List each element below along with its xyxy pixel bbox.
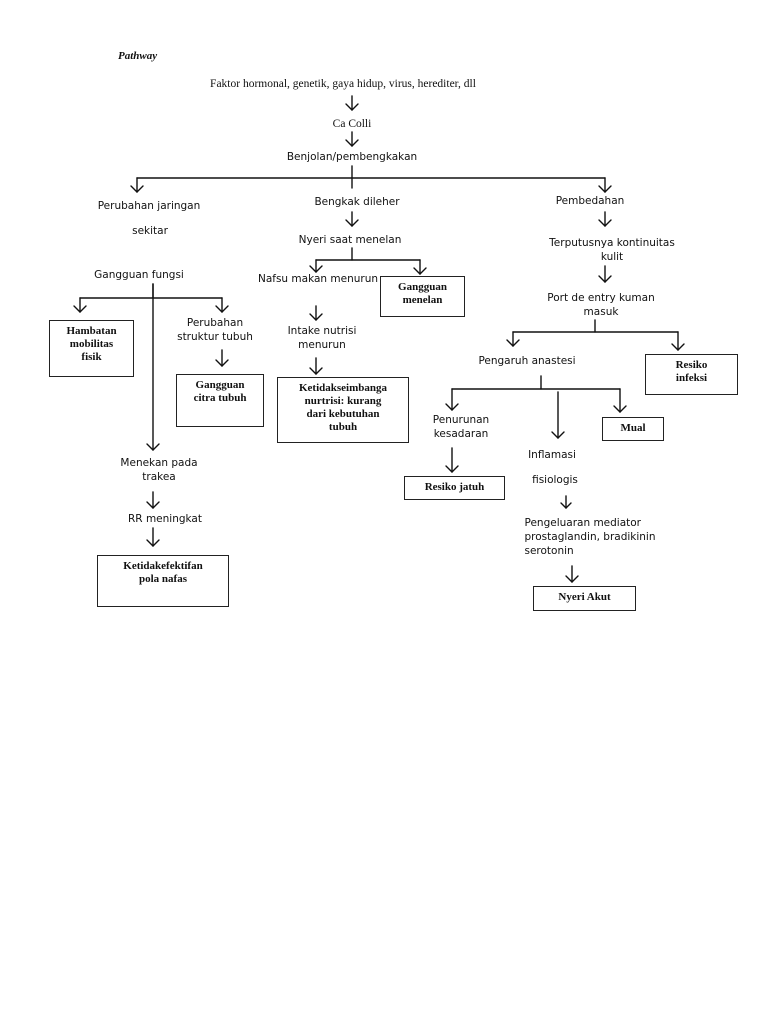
- node-fisiologis: fisiologis: [532, 474, 578, 486]
- pathway-title: Pathway: [118, 50, 158, 62]
- node-nyeri-menelan: Nyeri saat menelan: [298, 234, 402, 246]
- diagnosis-ketidakseimbangan: Ketidakseimbanga nurtrisi: kurang dari k…: [277, 377, 409, 443]
- node-port-entry: Port de entry kuman masuk: [547, 292, 655, 318]
- node-ca-colli: Ca Colli: [332, 118, 372, 130]
- diagnosis-mual: Mual: [602, 417, 664, 441]
- node-perubahan-struktur: Perubahan struktur tubuh: [177, 317, 253, 343]
- diagnosis-gangguan-citra: Gangguan citra tubuh: [176, 374, 264, 427]
- diagnosis-resiko-infeksi: Resiko infeksi: [645, 354, 738, 395]
- diagnosis-gangguan-menelan: Gangguan menelan: [380, 276, 465, 317]
- diagnosis-ketidakefektifan: Ketidakefektifan pola nafas: [97, 555, 229, 607]
- diagnosis-resiko-jatuh: Resiko jatuh: [404, 476, 505, 500]
- node-pengaruh-anastesi: Pengaruh anastesi: [478, 355, 576, 367]
- node-penurunan-kesadaran: Penurunan kesadaran: [432, 414, 490, 440]
- node-perubahan-jaringan: Perubahan jaringan: [97, 200, 201, 212]
- diagnosis-hambatan-mobilitas: Hambatan mobilitas fisik: [49, 320, 134, 377]
- node-menekan-trakea: Menekan pada trakea: [120, 457, 198, 483]
- node-rr-meningkat: RR meningkat: [128, 513, 202, 525]
- node-benjolan: Benjolan/pembengkakan: [286, 151, 418, 163]
- diagnosis-nyeri-akut: Nyeri Akut: [533, 586, 636, 611]
- node-nafsu-makan: Nafsu makan menurun: [257, 273, 379, 285]
- node-intake-nutrisi: Intake nutrisi menurun: [287, 325, 357, 351]
- node-inflamasi: Inflamasi: [528, 449, 576, 461]
- node-bengkak-dileher: Bengkak dileher: [314, 196, 400, 208]
- node-pengeluaran-mediator: Pengeluaran mediator prostaglandin, brad…: [524, 517, 656, 557]
- node-pembedahan: Pembedahan: [555, 195, 625, 207]
- node-sekitar: sekitar: [132, 225, 168, 237]
- node-gangguan-fungsi: Gangguan fungsi: [94, 269, 184, 281]
- node-terputusnya: Terputusnya kontinuitas kulit: [549, 237, 675, 263]
- node-causes: Faktor hormonal, genetik, gaya hidup, vi…: [210, 78, 476, 90]
